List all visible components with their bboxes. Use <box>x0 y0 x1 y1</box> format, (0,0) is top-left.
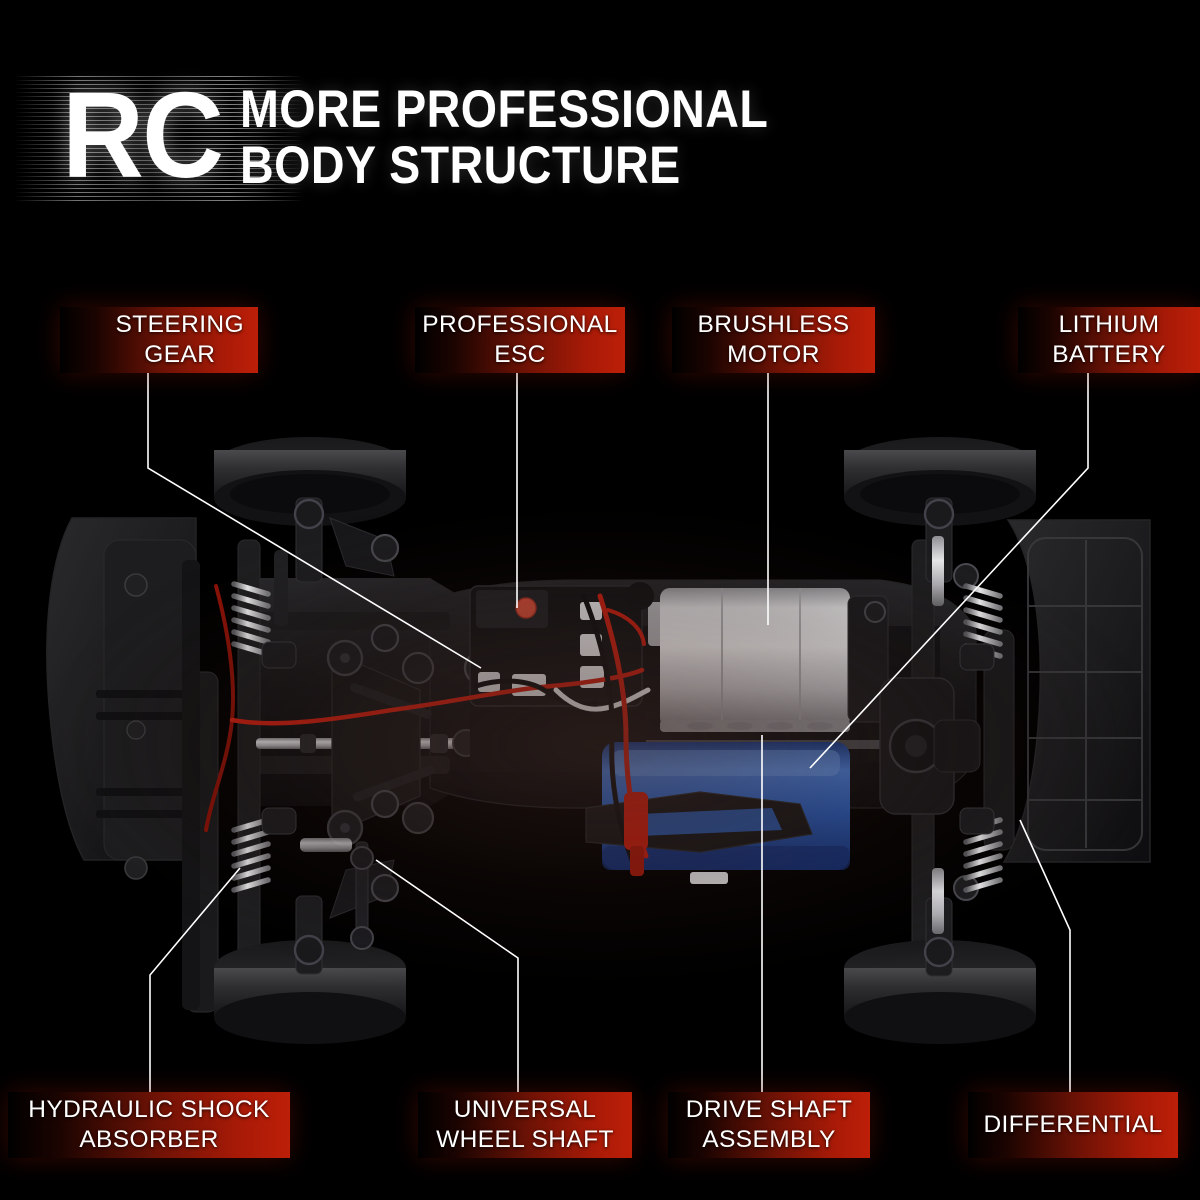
callout-chip-lithium-battery[interactable]: LITHIUM BATTERY <box>1018 307 1200 373</box>
backdrop-glow <box>60 510 1140 980</box>
callout-chip-universal-wheel-shaft[interactable]: UNIVERSAL WHEEL SHAFT <box>418 1092 632 1158</box>
callout-chip-hydraulic-shock-absorber[interactable]: HYDRAULIC SHOCK ABSORBER <box>8 1092 290 1158</box>
motion-streak-effect <box>14 76 304 202</box>
headline-line-1: MORE PROFESSIONAL <box>240 80 769 139</box>
callout-chip-drive-shaft-assembly[interactable]: DRIVE SHAFT ASSEMBLY <box>668 1092 870 1158</box>
callout-label-differential: DIFFERENTIAL <box>983 1111 1163 1138</box>
brand-logo-text: RC <box>62 67 224 203</box>
brand-logo: RC <box>14 67 304 204</box>
page-title: MORE PROFESSIONAL BODY STRUCTURE <box>240 82 768 194</box>
callout-label-drive-shaft-assembly: DRIVE SHAFT ASSEMBLY <box>685 1096 853 1153</box>
callout-label-steering-gear: STEERING GEAR <box>115 311 244 368</box>
callout-label-hydraulic-shock-absorber: HYDRAULIC SHOCK ABSORBER <box>28 1096 270 1153</box>
headline-line-2: BODY STRUCTURE <box>240 136 681 195</box>
header-banner: RC MORE PROFESSIONAL BODY STRUCTURE <box>0 0 1200 250</box>
callout-label-lithium-battery: LITHIUM BATTERY <box>1052 311 1166 368</box>
callout-label-professional-esc: PROFESSIONAL ESC <box>422 311 618 368</box>
callout-chip-differential[interactable]: DIFFERENTIAL <box>968 1092 1178 1158</box>
callout-chip-brushless-motor[interactable]: BRUSHLESS MOTOR <box>672 307 875 373</box>
callout-label-brushless-motor: BRUSHLESS MOTOR <box>697 311 850 368</box>
chassis-illustration <box>0 390 1200 1090</box>
callout-chip-steering-gear[interactable]: STEERING GEAR <box>60 307 258 373</box>
callout-chip-professional-esc[interactable]: PROFESSIONAL ESC <box>415 307 625 373</box>
callout-label-universal-wheel-shaft: UNIVERSAL WHEEL SHAFT <box>436 1096 614 1153</box>
